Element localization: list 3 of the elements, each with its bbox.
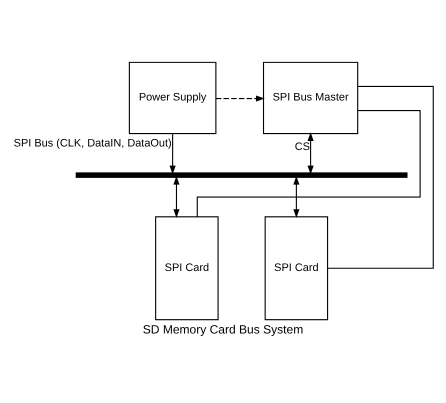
edge-label: CS	[294, 140, 310, 153]
edge-label: SPI Bus (CLK, DataIN, DataOut)	[14, 137, 172, 150]
caption: SD Memory Card Bus System	[142, 322, 304, 336]
